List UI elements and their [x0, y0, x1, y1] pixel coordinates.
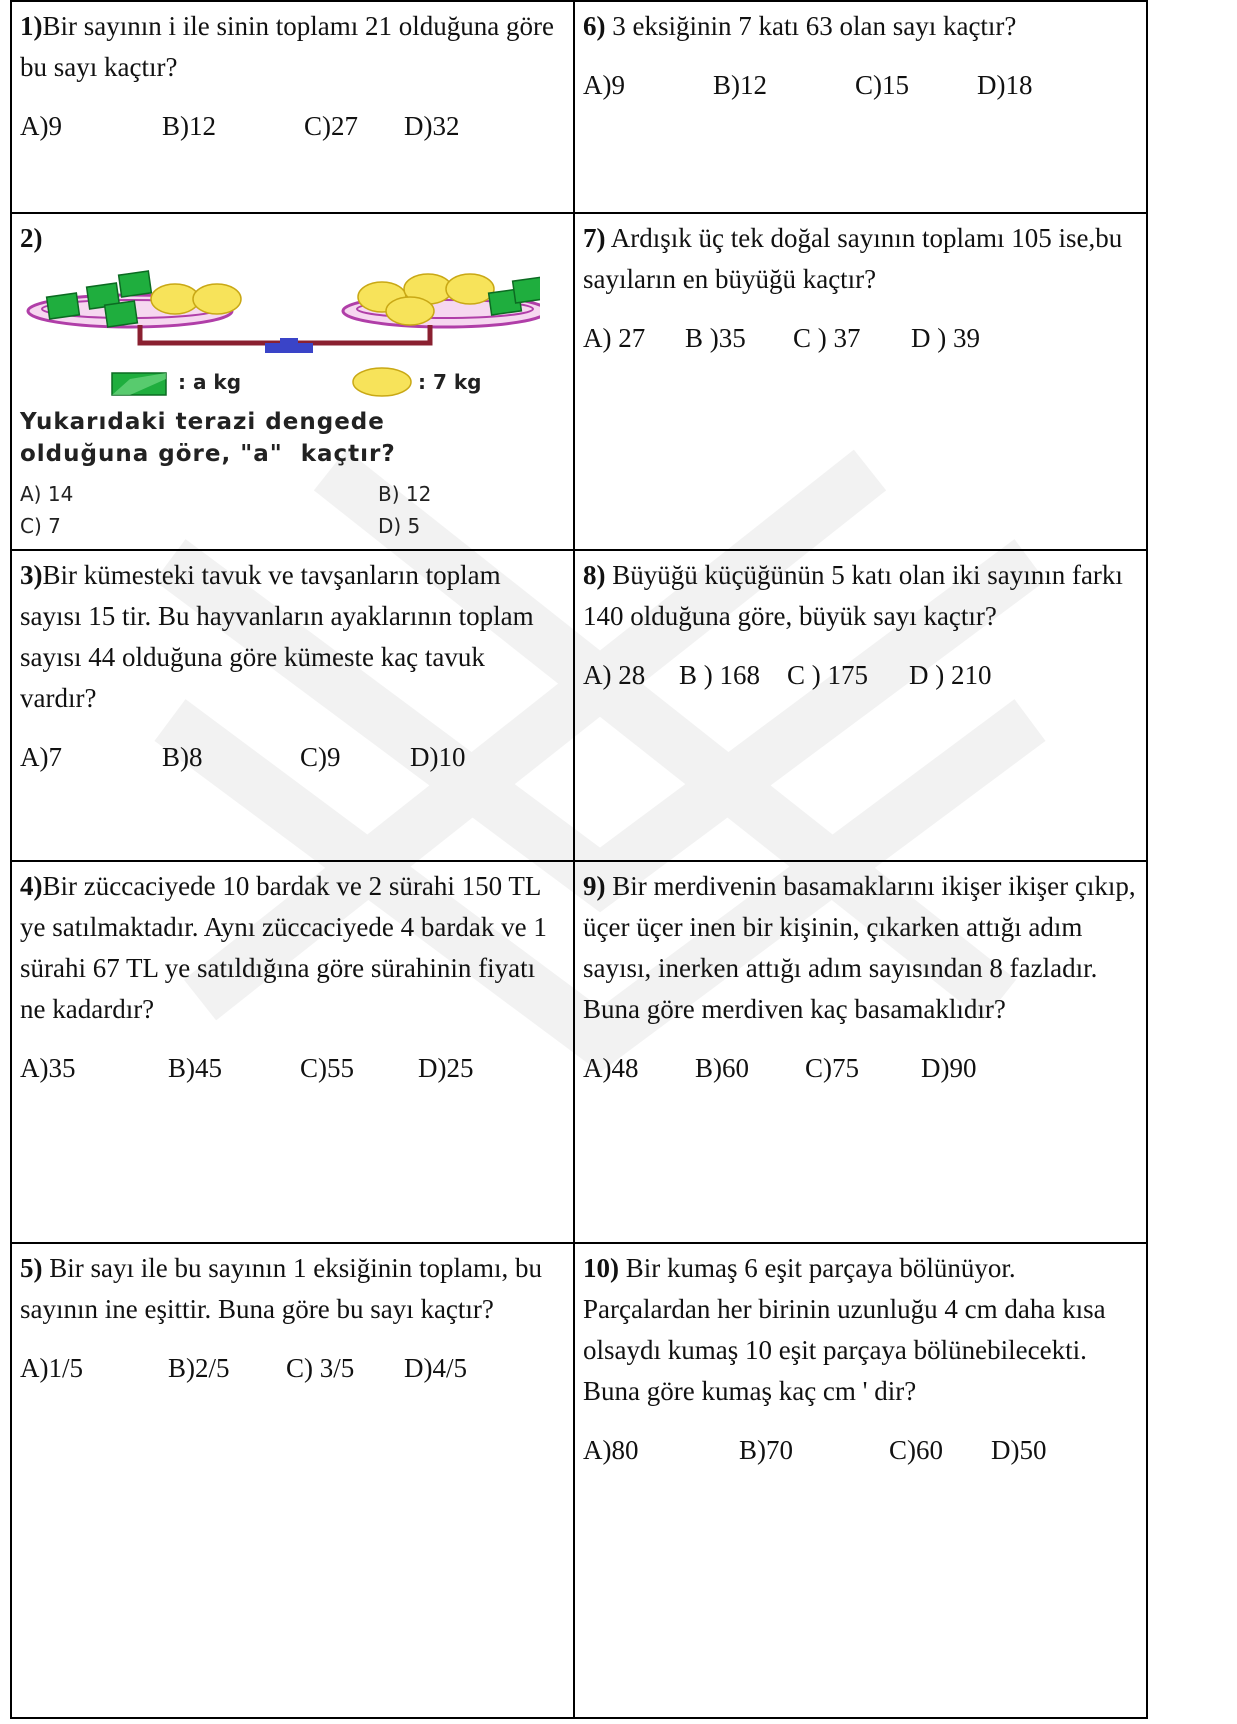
option-b[interactable]: B)70 [739, 1435, 793, 1465]
option-c[interactable]: C) 3/5 [286, 1353, 355, 1383]
green-block-icon [111, 372, 167, 396]
balance-scale-figure: : a kg : 7 kg Yukarıdaki terazi dengede … [20, 259, 540, 549]
option-d[interactable]: D)4/5 [404, 1353, 467, 1383]
question-text-line-2: olduğuna göre, "a" kaçtır? [20, 441, 396, 467]
option-a[interactable]: A)1/5 [20, 1353, 83, 1383]
option-d[interactable]: D)32 [404, 111, 460, 141]
question-number: 7) [583, 223, 606, 253]
option-b[interactable]: B)45 [168, 1053, 222, 1083]
question-2: 2) [10, 212, 575, 551]
question-number: 8) [583, 560, 606, 590]
option-a[interactable]: A) 27 [583, 323, 646, 353]
answer-options: A)80 B)70 C)60 D)50 [583, 1430, 1138, 1471]
option-b[interactable]: B ) 168 [679, 660, 760, 690]
questions-table: 1)Bir sayının i ile sinin toplamı 21 old… [10, 0, 1148, 1719]
question-text: Bir kümesteki tavuk ve tavşanların topla… [20, 560, 534, 713]
question-3: 3)Bir kümesteki tavuk ve tavşanların top… [10, 549, 575, 862]
question-text: Bir sayı ile bu sayının 1 eksiğinin topl… [20, 1253, 542, 1324]
option-b[interactable]: B)12 [713, 70, 767, 100]
option-c[interactable]: C)15 [855, 70, 909, 100]
option-a[interactable]: A)9 [20, 111, 62, 141]
option-c[interactable]: C)55 [300, 1053, 354, 1083]
option-d[interactable]: D)10 [410, 742, 466, 772]
question-text: Bir kumaş 6 eşit parçaya bölünüyor. Parç… [583, 1253, 1106, 1406]
legend-b-label: : 7 kg [418, 370, 482, 394]
yellow-ball-icon [352, 367, 412, 397]
option-a[interactable]: A) 14 [20, 482, 74, 506]
option-b[interactable]: B)60 [695, 1053, 749, 1083]
question-text: Bir sayının i ile sinin toplamı 21 olduğ… [20, 11, 554, 82]
option-b[interactable]: B)12 [162, 111, 216, 141]
question-number: 4) [20, 871, 43, 901]
option-a[interactable]: A)35 [20, 1053, 76, 1083]
option-a[interactable]: A)80 [583, 1435, 639, 1465]
option-a[interactable]: A)7 [20, 742, 62, 772]
question-text: 3 eksiğinin 7 katı 63 olan sayı kaçtır? [605, 11, 1017, 41]
question-number: 3) [20, 560, 43, 590]
question-number: 2) [20, 223, 43, 253]
option-c[interactable]: C)60 [889, 1435, 943, 1465]
option-b[interactable]: B)2/5 [168, 1353, 230, 1383]
question-number: 1) [20, 11, 43, 41]
answer-options: A) 27 B )35 C ) 37 D ) 39 [583, 318, 1138, 359]
question-number: 9) [583, 871, 606, 901]
question-9: 9) Bir merdivenin basamaklarını ikişer i… [573, 860, 1148, 1244]
option-d[interactable]: D)50 [991, 1435, 1047, 1465]
question-text: Bir züccaciyede 10 bardak ve 2 sürahi 15… [20, 871, 547, 1024]
option-b[interactable]: B )35 [685, 323, 746, 353]
question-number: 10) [583, 1253, 619, 1283]
balance-scale-icon [26, 270, 540, 353]
question-6: 6) 3 eksiğinin 7 katı 63 olan sayı kaçtı… [573, 0, 1148, 214]
question-1: 1)Bir sayının i ile sinin toplamı 21 old… [10, 0, 575, 214]
question-7: 7) Ardışık üç tek doğal sayının toplamı … [573, 212, 1148, 551]
question-text: Ardışık üç tek doğal sayının toplamı 105… [583, 223, 1123, 294]
option-c[interactable]: C ) 175 [787, 660, 868, 690]
option-d[interactable]: D ) 210 [909, 660, 992, 690]
question-text-line-1: Yukarıdaki terazi dengede [20, 409, 385, 435]
option-c[interactable]: C)75 [805, 1053, 859, 1083]
option-d[interactable]: D)18 [977, 70, 1033, 100]
answer-options: A)7 B)8 C)9 D)10 [20, 737, 565, 778]
legend-a-label: : a kg [178, 370, 242, 394]
question-10: 10) Bir kumaş 6 eşit parçaya bölünüyor. … [573, 1242, 1148, 1719]
option-c[interactable]: C ) 37 [793, 323, 861, 353]
option-a[interactable]: A)48 [583, 1053, 639, 1083]
option-d[interactable]: D)25 [418, 1053, 474, 1083]
option-b[interactable]: B)8 [162, 742, 203, 772]
option-a[interactable]: A)9 [583, 70, 625, 100]
answer-options: A)35 B)45 C)55 D)25 [20, 1048, 565, 1089]
answer-options: A)1/5 B)2/5 C) 3/5 D)4/5 [20, 1348, 565, 1389]
question-number: 5) [20, 1253, 43, 1283]
option-c[interactable]: C) 7 [20, 514, 61, 538]
question-4: 4)Bir züccaciyede 10 bardak ve 2 sürahi … [10, 860, 575, 1244]
answer-options: A)48 B)60 C)75 D)90 [583, 1048, 1138, 1089]
question-8: 8) Büyüğü küçüğünün 5 katı olan iki sayı… [573, 549, 1148, 862]
answer-options: A) 28 B ) 168 C ) 175 D ) 210 [583, 655, 1138, 696]
question-number: 6) [583, 11, 606, 41]
option-d[interactable]: D)90 [921, 1053, 977, 1083]
option-a[interactable]: A) 28 [583, 660, 646, 690]
question-text: Bir merdivenin basamaklarını ikişer ikiş… [583, 871, 1136, 1024]
option-b[interactable]: B) 12 [378, 482, 432, 506]
option-d[interactable]: D ) 39 [911, 323, 980, 353]
answer-options: A)9 B)12 C)27 D)32 [20, 106, 565, 147]
question-5: 5) Bir sayı ile bu sayının 1 eksiğinin t… [10, 1242, 575, 1719]
answer-options: A)9 B)12 C)15 D)18 [583, 65, 1138, 106]
option-d[interactable]: D) 5 [378, 514, 421, 538]
question-text: Büyüğü küçüğünün 5 katı olan iki sayının… [583, 560, 1123, 631]
option-c[interactable]: C)9 [300, 742, 341, 772]
option-c[interactable]: C)27 [304, 111, 358, 141]
